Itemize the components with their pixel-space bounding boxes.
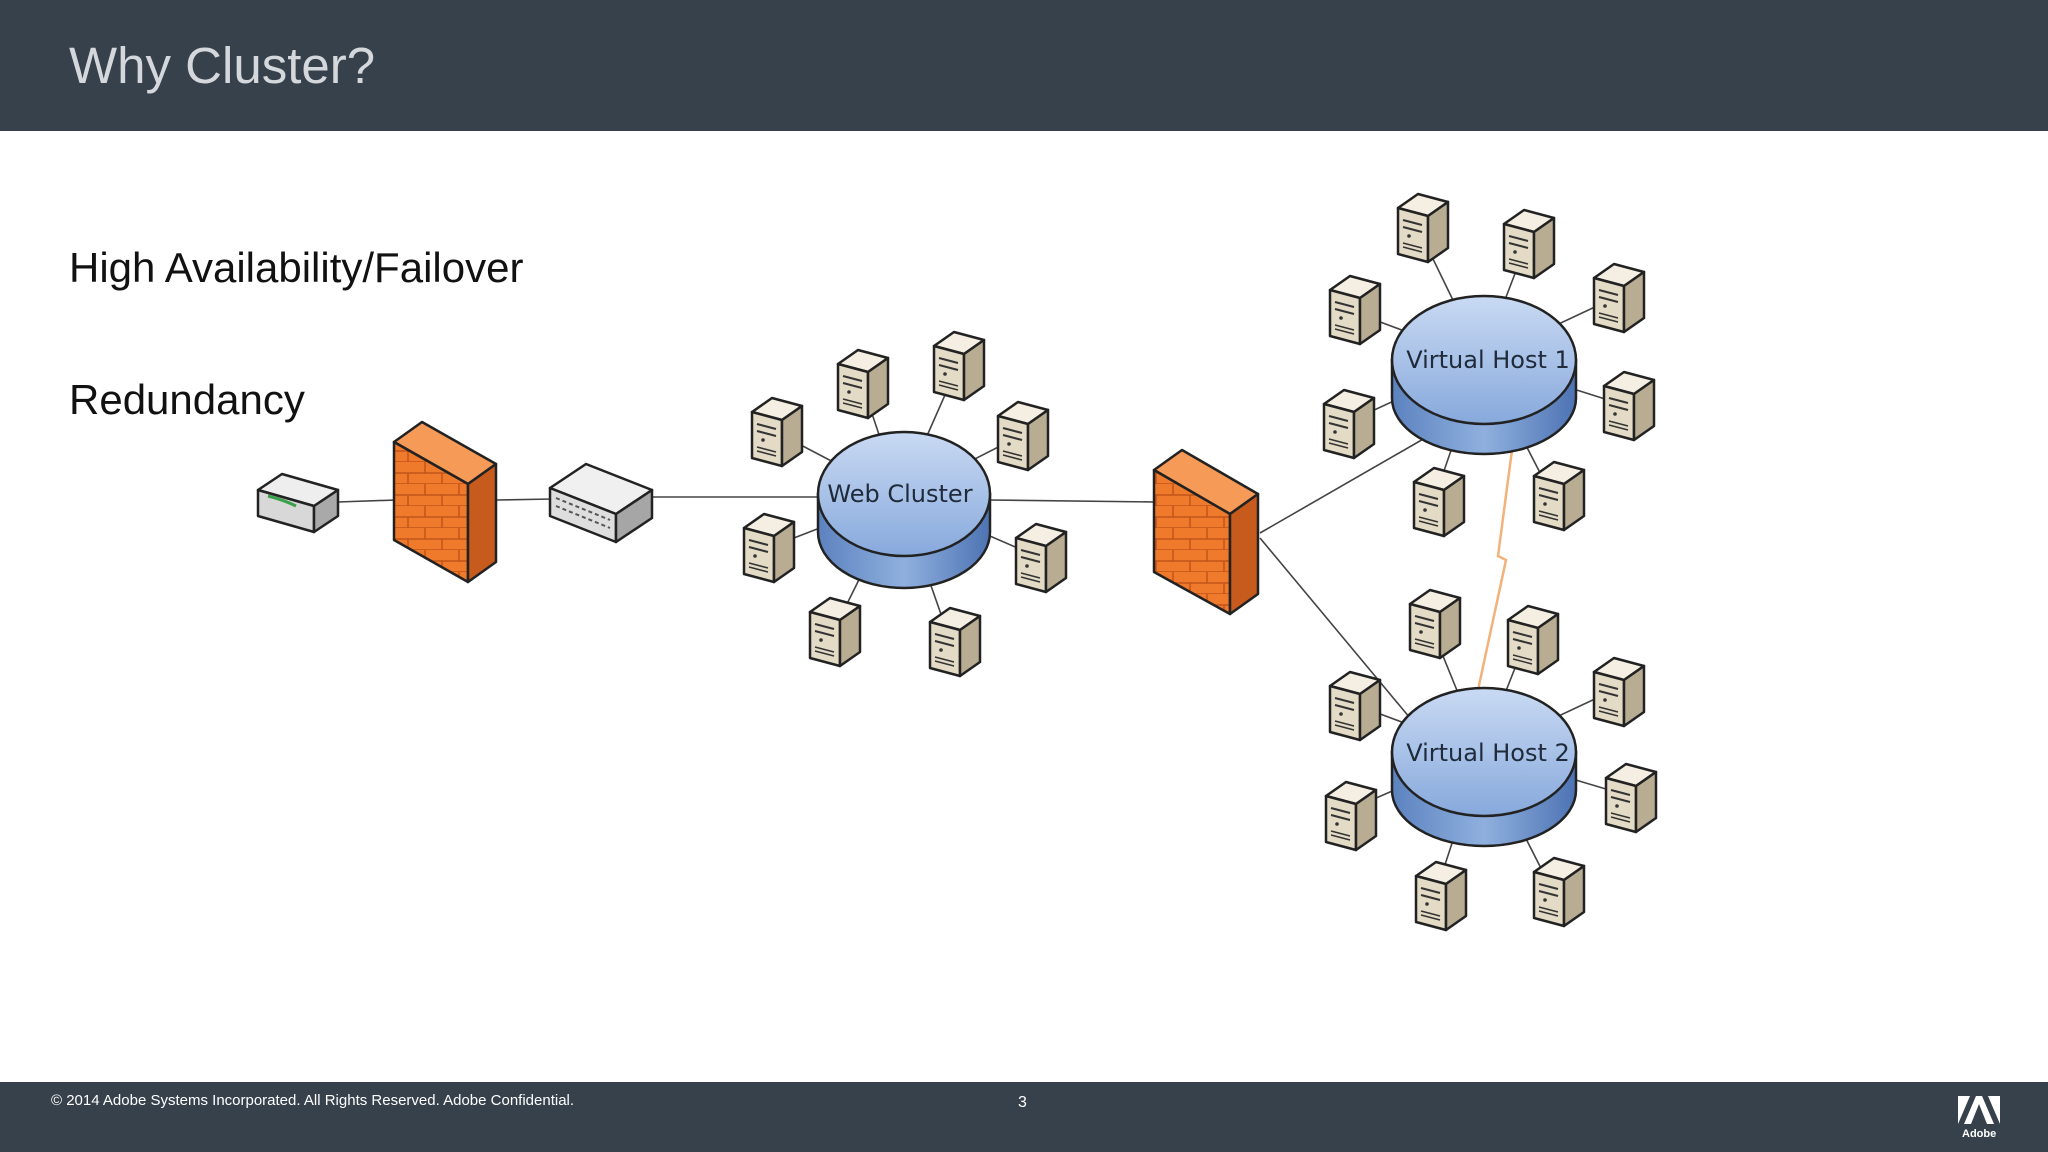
- page-number: 3: [1018, 1094, 1027, 1111]
- adobe-logo-text: Adobe: [1962, 1128, 1997, 1140]
- server-icon: [1506, 604, 1560, 676]
- bullet-redundancy: Redundancy: [69, 376, 305, 423]
- server-icon: [928, 606, 982, 678]
- firewall-icon: [392, 420, 498, 584]
- web-cluster-hub: Web Cluster: [816, 430, 992, 590]
- server-icon: [1592, 262, 1646, 334]
- server-icon: [996, 400, 1050, 472]
- server-icon: [1604, 762, 1658, 834]
- virtual-host-1-hub: Virtual Host 1: [1390, 294, 1578, 456]
- bullet-high-availability: High Availability/Failover: [69, 244, 524, 291]
- server-icon: [1322, 388, 1376, 460]
- virtual-host-1-label: Virtual Host 1: [1406, 346, 1570, 374]
- router-icon: [256, 472, 340, 534]
- heartbeat-link: [1476, 449, 1514, 691]
- server-icon: [932, 330, 986, 402]
- server-icon: [1408, 588, 1462, 660]
- server-icon: [1532, 856, 1586, 928]
- server-icon: [750, 396, 804, 468]
- adobe-logo: [1958, 1096, 2000, 1124]
- virtual-host-2-label: Virtual Host 2: [1406, 739, 1570, 767]
- web-cluster-label: Web Cluster: [827, 480, 972, 508]
- server-icon: [1412, 466, 1466, 538]
- server-icon: [1396, 192, 1450, 264]
- server-icon: [808, 596, 862, 668]
- server-icon: [1414, 860, 1468, 932]
- server-icon: [1014, 522, 1068, 594]
- slide-title: Why Cluster?: [69, 37, 376, 94]
- server-icon: [1592, 656, 1646, 728]
- virtual-host-2-hub: Virtual Host 2: [1390, 686, 1578, 848]
- server-icon: [1324, 780, 1378, 852]
- header-bar: [0, 0, 2048, 131]
- footer-bar: [0, 1082, 2048, 1152]
- switch-icon: [548, 462, 654, 544]
- server-icon: [836, 348, 890, 420]
- server-icon: [1328, 670, 1382, 742]
- firewall-icon: [1152, 448, 1260, 616]
- copyright-text: © 2014 Adobe Systems Incorporated. All R…: [51, 1092, 575, 1109]
- server-icon: [742, 512, 796, 584]
- server-icon: [1328, 274, 1382, 346]
- server-icon: [1602, 370, 1656, 442]
- server-icon: [1532, 460, 1586, 532]
- server-icon: [1502, 208, 1556, 280]
